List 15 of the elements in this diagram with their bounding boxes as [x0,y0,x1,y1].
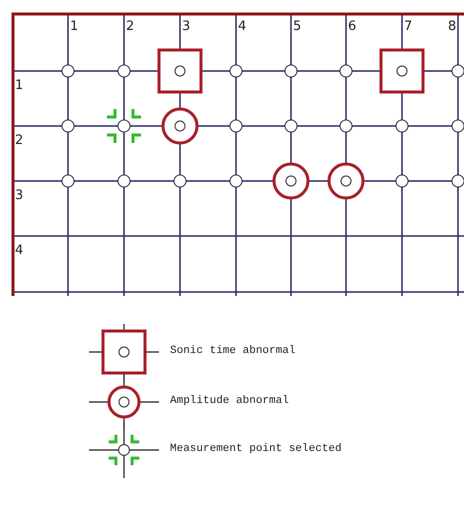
row-number: 2 [15,134,24,147]
row-number: 3 [15,189,24,202]
legend-label: Amplitude abnormal [170,396,289,407]
column-number: 6 [348,20,356,33]
row-number: 1 [15,79,24,92]
column-number: 7 [404,20,412,33]
row-number: 4 [15,244,24,257]
legend-label: Sonic time abnormal [170,346,296,357]
column-number: 2 [126,20,134,33]
column-number: 8 [448,20,456,33]
legend-label: Measurement point selected [170,444,342,455]
column-number: 4 [238,20,246,33]
column-number: 5 [293,20,302,33]
column-number: 3 [182,20,190,33]
column-number: 1 [70,20,78,33]
